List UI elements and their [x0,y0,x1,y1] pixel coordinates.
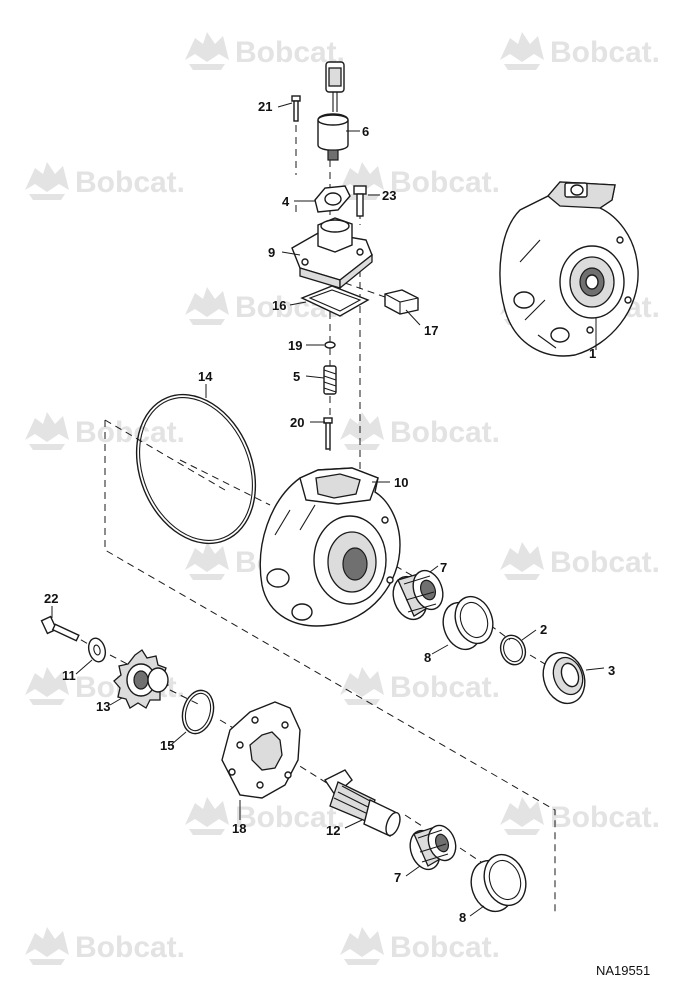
part-21-bolt [291,95,301,122]
part-4-gasket [314,185,351,213]
part-17-block [384,289,419,315]
callout-23: 23 [382,188,396,203]
watermark-15: Bobcat. [25,927,185,965]
leader-lines [51,102,605,917]
part-22-bolt [40,615,80,642]
watermark-text: Bobcat. [550,546,660,579]
callout-18: 18 [232,821,246,836]
part-6-sensor [317,61,349,161]
watermark-16: Bobcat. [340,927,500,965]
watermark-text: Bobcat. [75,416,185,449]
callout-10: 10 [394,475,408,490]
part-9-cover [291,217,373,290]
part-1-housing [499,181,639,357]
part-20-pin [323,417,333,450]
part-15-ring [181,689,215,735]
part-14-oring [135,393,257,545]
part-8-cup-upper [442,595,494,651]
watermark-8: Bobcat. [340,412,500,450]
watermark-text: Bobcat. [550,36,660,69]
watermark-12: Bobcat. [340,667,500,705]
callout-2: 2 [540,622,547,637]
part-23-bolt [353,185,367,217]
part-7-bearing-lower [409,824,457,871]
callout-22: 22 [44,591,58,606]
watermark-text: Bobcat. [75,931,185,964]
callout-9: 9 [268,245,275,260]
part-11-washer [87,637,107,663]
callout-20: 20 [290,415,304,430]
watermark-text: Bobcat. [390,931,500,964]
callout-8a: 8 [424,650,431,665]
callout-13: 13 [96,699,110,714]
callout-4: 4 [282,194,290,209]
callouts: 1 2 3 4 5 6 7 7 8 8 9 10 11 12 13 14 15 … [44,99,615,925]
part-16-seal [300,285,370,317]
part-2-snapring [499,634,527,666]
watermark-text: Bobcat. [235,801,345,834]
callout-5: 5 [293,369,300,384]
callout-8b: 8 [459,910,466,925]
callout-6: 6 [362,124,369,139]
watermark-13: Bobcat. [185,797,345,835]
callout-7b: 7 [394,870,401,885]
part-13-sprocket [113,649,169,709]
callout-12: 12 [326,823,340,838]
part-7-bearing-upper [392,569,444,621]
watermark-text: Bobcat. [390,416,500,449]
part-8-cup-lower [470,853,527,913]
watermark-text: Bobcat. [75,166,185,199]
watermark-3: Bobcat. [25,162,185,200]
callout-17: 17 [424,323,438,338]
callout-21: 21 [258,99,272,114]
part-5-spring [323,365,337,395]
watermark-text: Bobcat. [550,801,660,834]
callout-15: 15 [160,738,174,753]
part-18-plate [221,701,301,799]
part-19-washer [324,341,336,349]
callout-7a: 7 [440,560,447,575]
watermark-14: Bobcat. [500,797,660,835]
part-3-seal [542,651,586,705]
callout-14: 14 [198,369,213,384]
part-12-shaft [323,769,401,838]
part-10-housing [259,467,401,627]
callout-19: 19 [288,338,302,353]
callout-3: 3 [608,663,615,678]
watermark-7: Bobcat. [25,412,185,450]
watermark-text: Bobcat. [390,671,500,704]
watermark-2: Bobcat. [500,32,660,70]
watermark-layer: Bobcat. Bobcat. Bobcat. Bobcat. Bobcat. … [25,32,660,965]
callout-1: 1 [589,346,596,361]
drawing-id: NA19551 [596,963,650,978]
watermark-1: Bobcat. [185,32,345,70]
callout-11: 11 [62,668,76,683]
watermark-text: Bobcat. [390,166,500,199]
callout-16: 16 [272,298,286,313]
watermark-10: Bobcat. [500,542,660,580]
watermark-4: Bobcat. [340,162,500,200]
